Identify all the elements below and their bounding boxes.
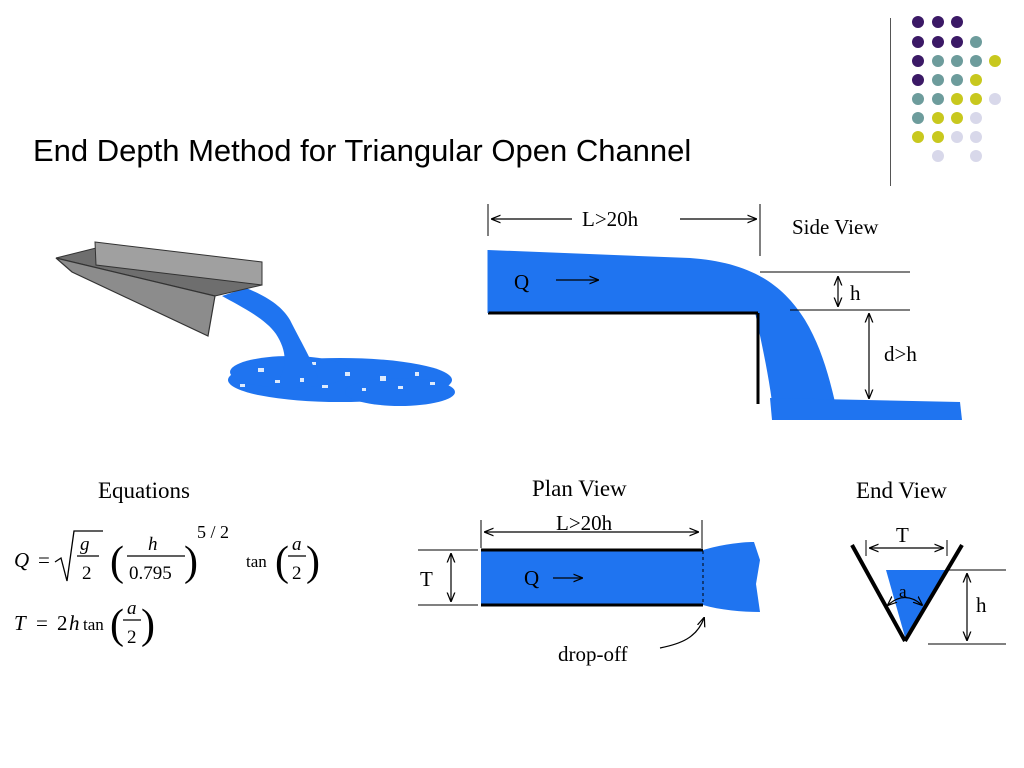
slide-title: End Depth Method for Triangular Open Cha… (33, 133, 692, 168)
end-view-angle-label: a (899, 582, 907, 601)
eq2-a: a (127, 598, 137, 619)
svg-text:=: = (38, 548, 50, 572)
eq1-h: h (148, 534, 158, 555)
eq1-exponent: 5 / 2 (197, 522, 229, 542)
eq2-h: h (69, 611, 80, 635)
eq1-a: a (292, 534, 302, 555)
sqrt-sign (54, 530, 103, 582)
svg-text:=: = (36, 611, 48, 635)
side-view-length-label: L>20h (582, 207, 639, 231)
decorative-dot-grid (912, 16, 1001, 162)
eq2-coef: 2 (57, 611, 68, 635)
svg-text:): ) (141, 602, 155, 648)
plan-view-flow-label: Q (524, 566, 539, 590)
plan-view-length-label: L>20h (556, 511, 613, 535)
end-view-width-label: T (896, 523, 909, 547)
title-divider-line (890, 18, 891, 186)
plan-view-width-label: T (420, 567, 433, 591)
plan-view-diagram (418, 520, 760, 649)
svg-text:(: ( (275, 539, 289, 585)
svg-text:): ) (184, 539, 198, 585)
equations-heading: Equations (98, 478, 190, 503)
eq2-tan: tan (83, 615, 104, 634)
end-view-h-label: h (976, 593, 987, 617)
end-view-label: End View (856, 478, 947, 503)
side-view-label: Side View (792, 215, 879, 239)
side-view-h-label: h (850, 281, 861, 305)
svg-text:): ) (306, 539, 320, 585)
plan-view-dropoff-label: drop-off (558, 642, 628, 666)
svg-text:(: ( (110, 539, 124, 585)
svg-text:(: ( (110, 602, 124, 648)
eq1-two: 2 (82, 563, 92, 584)
side-view-drop-label: d>h (884, 342, 917, 366)
plan-view-label: Plan View (532, 476, 627, 501)
eq1-a-divisor: 2 (292, 563, 302, 584)
eq1-lhs: Q (14, 548, 29, 572)
eq2-lhs: T (14, 611, 27, 635)
side-view-diagram (487, 204, 962, 420)
eq1-g: g (80, 534, 90, 555)
eq2-two: 2 (127, 627, 137, 648)
channel-pouring-illustration (55, 241, 455, 406)
eq1-tan: tan (246, 552, 267, 571)
eq1-divisor: 0.795 (129, 563, 172, 584)
end-view-diagram (850, 540, 1006, 645)
equations-block: Equations Q = g 2 ( h 0.795 ) 5 / 2 tan … (14, 478, 320, 648)
side-view-flow-label: Q (514, 270, 529, 294)
